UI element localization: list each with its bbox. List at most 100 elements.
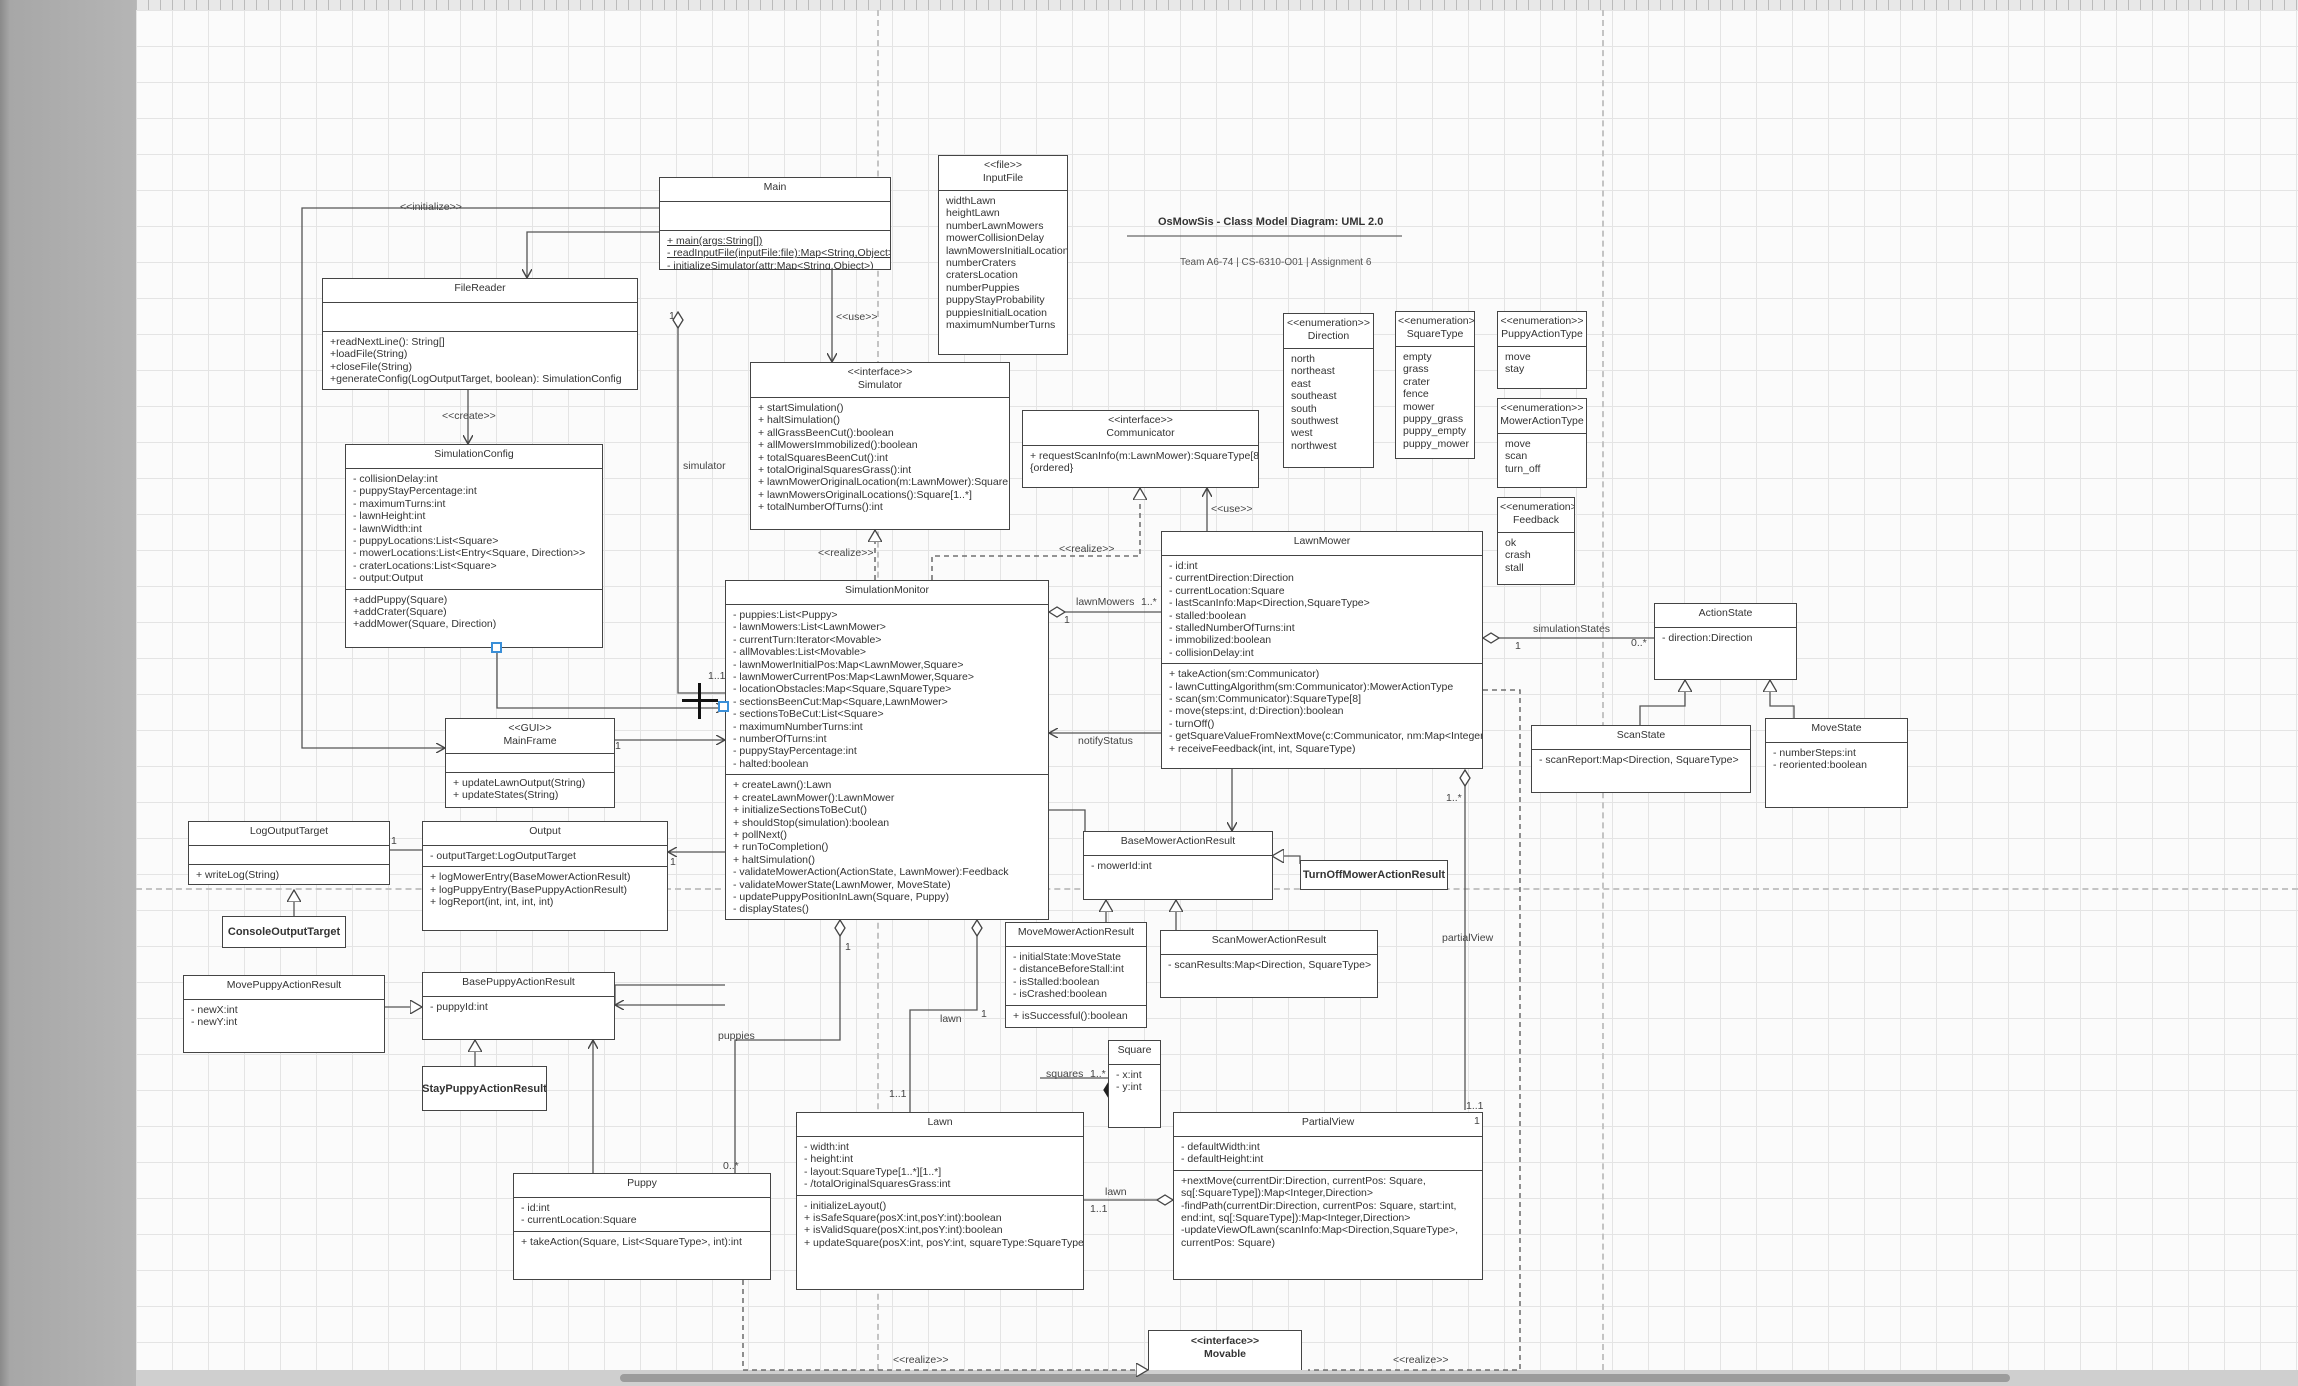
operation: + runToCompletion() — [733, 841, 829, 854]
attribute: mowerCollisionDelay — [946, 232, 1045, 245]
class-puppy[interactable]: Puppy - id:int - currentLocation:Square … — [513, 1173, 771, 1280]
interface-simulator[interactable]: <<interface>>Simulator + startSimulation… — [750, 362, 1010, 530]
selection-handle[interactable] — [718, 701, 729, 712]
attributes-section: - width:int - height:int - layout:Square… — [797, 1137, 1083, 1196]
class-simulationmonitor[interactable]: SimulationMonitor - puppies:List<Puppy> … — [725, 580, 1049, 920]
class-name: SquareType — [1406, 328, 1464, 340]
attributes-section: - puppies:List<Puppy> - lawnMowers:List<… — [726, 605, 1048, 776]
class-simulationconfig[interactable]: SimulationConfig - collisionDelay:int - … — [345, 444, 603, 648]
attribute: - numberOfTurns:int — [733, 733, 827, 746]
enum-squaretype[interactable]: <<enumeration>>SquareType empty grass cr… — [1395, 311, 1475, 459]
interface-movable[interactable]: <<interface>>Movable — [1148, 1330, 1302, 1370]
class-inputfile[interactable]: <<file>>InputFile widthLawn heightLawn n… — [938, 155, 1068, 355]
enum-value: ok — [1505, 537, 1517, 549]
attribute: - isStalled:boolean — [1013, 975, 1100, 988]
enum-direction[interactable]: <<enumeration>>Direction north northeast… — [1283, 313, 1374, 468]
operations-section: + updateLawnOutput(String) + updateState… — [446, 773, 614, 806]
class-movemoweractionresult[interactable]: MoveMowerActionResult - initialState:Mov… — [1005, 922, 1147, 1028]
class-partialview[interactable]: PartialView - defaultWidth:int - default… — [1173, 1112, 1483, 1280]
operations-section: + isSuccessful():boolean — [1006, 1006, 1146, 1026]
attribute: - id:int — [1169, 560, 1198, 572]
class-mainframe[interactable]: <<GUI>>MainFrame + updateLawnOutput(Stri… — [445, 718, 615, 808]
attributes-section: - initialState:MoveState - distanceBefor… — [1006, 947, 1146, 1006]
operation: - displayStates() — [733, 903, 809, 916]
stereotype: <<enumeration>> — [1287, 317, 1370, 329]
label-lawn: lawn — [940, 1013, 962, 1025]
attribute: numberCraters — [946, 257, 1017, 270]
class-logoutputtarget[interactable]: LogOutputTarget + writeLog(String) — [188, 821, 390, 885]
enum-value: south — [1291, 402, 1317, 415]
class-actionstate[interactable]: ActionState - direction:Direction — [1654, 603, 1797, 680]
class-staypuppyactionresult[interactable]: StayPuppyActionResult — [422, 1066, 547, 1111]
class-square[interactable]: Square - x:int - y:int — [1108, 1040, 1161, 1128]
operation: +generateConfig(LogOutputTarget, boolean… — [330, 373, 622, 386]
attributes-section: - defaultWidth:int - defaultHeight:int — [1174, 1137, 1482, 1171]
class-header: FileReader — [323, 279, 637, 303]
class-lawn[interactable]: Lawn - width:int - height:int - layout:S… — [796, 1112, 1084, 1290]
edge-monitor-realize-communicator — [931, 488, 1140, 580]
attribute: - width:int — [804, 1141, 849, 1153]
attribute: - defaultHeight:int — [1181, 1153, 1264, 1166]
class-header: <<GUI>>MainFrame — [446, 719, 614, 754]
enum-moweractiontype[interactable]: <<enumeration>>MowerActionType move scan… — [1497, 398, 1587, 488]
class-output[interactable]: Output - outputTarget:LogOutputTarget + … — [422, 821, 668, 931]
attribute: - direction:Direction — [1662, 632, 1753, 644]
attribute: - mowerId:int — [1091, 860, 1152, 872]
attribute: - lawnMowers:List<LawnMower> — [733, 621, 886, 634]
enum-value: move — [1505, 351, 1531, 363]
interface-communicator[interactable]: <<interface>>Communicator + requestScanI… — [1022, 410, 1259, 488]
enum-value: northwest — [1291, 439, 1337, 452]
enum-puppyactiontype[interactable]: <<enumeration>>PuppyActionType move stay — [1497, 311, 1587, 389]
class-consoleoutputtarget[interactable]: ConsoleOutputTarget — [222, 916, 346, 948]
horizontal-scrollbar-thumb[interactable] — [620, 1374, 2010, 1382]
edge-config-mainframe — [496, 648, 725, 708]
class-lawnmower[interactable]: LawnMower - id:int - currentDirection:Di… — [1161, 531, 1483, 769]
enum-value: grass — [1403, 363, 1429, 376]
class-movestate[interactable]: MoveState - numberSteps:int - reoriented… — [1765, 718, 1908, 808]
operation: + isValidSquare(posX:int,posY:int):boole… — [804, 1224, 1003, 1237]
class-filereader[interactable]: FileReader +readNextLine(): String[] +lo… — [322, 278, 638, 390]
class-scanstate[interactable]: ScanState - scanReport:Map<Direction, Sq… — [1531, 725, 1751, 793]
operation: + updateLawnOutput(String) — [453, 777, 586, 789]
class-name: Communicator — [1106, 427, 1175, 439]
class-name: FileReader — [454, 282, 506, 294]
edge-monitor-lawn — [909, 920, 977, 1112]
class-scanmoweractionresult[interactable]: ScanMowerActionResult - scanResults:Map<… — [1160, 930, 1378, 998]
label-lawn: lawn — [1105, 1186, 1127, 1198]
operation: + haltSimulation() — [758, 414, 840, 427]
attribute: - puppyLocations:List<Square> — [353, 535, 499, 548]
attribute: - currentTurn:Iterator<Movable> — [733, 633, 882, 646]
operation: + isSuccessful():boolean — [1013, 1009, 1128, 1022]
class-movepuppyactionresult[interactable]: MovePuppyActionResult - newX:int - newY:… — [183, 975, 385, 1053]
class-header: <<interface>>Simulator — [751, 363, 1009, 398]
operation: end:int, sq[:SquareType]):Map<Integer,Di… — [1181, 1212, 1411, 1225]
class-header: <<enumeration>>MowerActionType — [1498, 399, 1586, 434]
class-basepuppyactionresult[interactable]: BasePuppyActionResult - puppyId:int — [422, 972, 615, 1040]
operation: -updateViewOfLawn(scanInfo:Map<Direction… — [1181, 1224, 1459, 1237]
attribute: - currentLocation:Square — [521, 1214, 637, 1227]
top-ruler — [136, 0, 2298, 10]
selection-handle[interactable] — [491, 642, 502, 653]
attribute: - height:int — [804, 1153, 854, 1166]
operation: + haltSimulation() — [733, 853, 815, 866]
enum-feedback[interactable]: <<enumeration>>Feedback ok crash stall — [1497, 497, 1575, 585]
stereotype: <<enumeration>> — [1500, 402, 1584, 414]
class-basemoweractionresult[interactable]: BaseMowerActionResult - mowerId:int — [1083, 831, 1273, 900]
operation: sq[:SquareType]):Map<Integer,Direction> — [1181, 1187, 1374, 1200]
class-turnoffmoweractionresult[interactable]: TurnOffMowerActionResult — [1300, 860, 1448, 890]
attributes-section: widthLawn heightLawn numberLawnMowers mo… — [939, 191, 1067, 335]
operation: + updateStates(String) — [453, 789, 559, 802]
class-name: Puppy — [627, 1177, 657, 1189]
class-header: MovePuppyActionResult — [184, 976, 384, 1000]
class-header: SimulationMonitor — [726, 581, 1048, 605]
class-header: Square — [1109, 1041, 1160, 1065]
attributes-section: - newX:int - newY:int — [184, 1000, 384, 1033]
class-name: InputFile — [982, 172, 1024, 184]
label-realize: <<realize>> — [1059, 543, 1115, 555]
class-header: <<enumeration>>Feedback — [1498, 498, 1574, 533]
operation: - initializeSimulator(attr:Map<String,Ob… — [667, 259, 874, 270]
class-main[interactable]: Main + main(args:String[]) - readInputFi… — [659, 177, 891, 270]
attribute: - lawnMowerInitialPos:Map<LawnMower,Squa… — [733, 658, 964, 671]
label-use: <<use>> — [1211, 503, 1253, 515]
